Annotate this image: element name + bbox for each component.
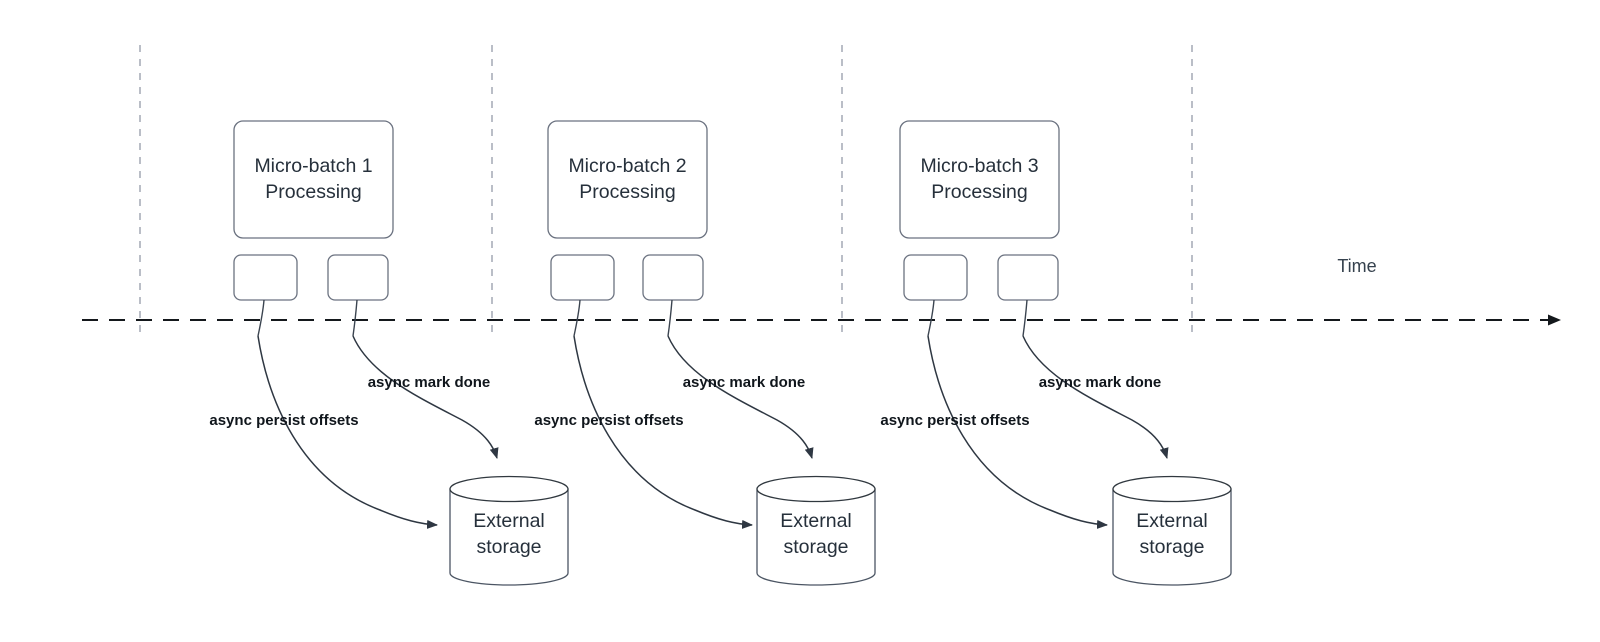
external-storage-1[interactable]: External storage (449, 475, 569, 586)
external-storage-2[interactable]: External storage (756, 475, 876, 586)
micro-batch-2-processing-box[interactable] (547, 120, 708, 239)
micro-batch-3-offset-stem (927, 299, 935, 337)
micro-batch-3-processing-box[interactable] (899, 120, 1060, 239)
micro-batch-group-1: Micro-batch 1 Processing async persist o… (209, 120, 569, 586)
micro-batch-2-label-line1: Micro-batch 2 (568, 155, 686, 177)
micro-batch-2-offset-stem (573, 299, 581, 337)
external-storage-3-label-line2: storage (1139, 536, 1204, 558)
external-storage-2-label-line2: storage (783, 536, 848, 558)
micro-batch-3-label-line1: Micro-batch 3 (920, 155, 1038, 177)
micro-batch-1-persist-offsets-arrow (257, 335, 438, 529)
external-storage-3-label-line1: External (1136, 510, 1208, 532)
micro-batch-3-mark-done-task-box[interactable] (997, 254, 1059, 301)
micro-batch-3-label-line2: Processing (931, 181, 1027, 203)
micro-batch-3-offset-task-box[interactable] (903, 254, 968, 301)
micro-batch-1-offset-stem (257, 299, 265, 337)
micro-batch-2-async-mark-done-label: async mark done (683, 374, 806, 391)
micro-batch-1-mark-done-arrow (352, 335, 499, 459)
micro-batch-1-mark-done-task-box[interactable] (327, 254, 389, 301)
micro-batch-1-label-line2: Processing (265, 181, 361, 203)
micro-batch-3-persist-offsets-arrow (927, 335, 1108, 529)
micro-batch-1-mark-done-stem (352, 299, 358, 337)
micro-batch-2-async-persist-offsets-label: async persist offsets (534, 412, 683, 429)
micro-batch-1-async-mark-done-label: async mark done (368, 374, 491, 391)
micro-batch-1-offset-task-box[interactable] (233, 254, 298, 301)
micro-batch-2-persist-offsets-arrow (573, 335, 753, 529)
micro-batch-2-label-line2: Processing (579, 181, 675, 203)
tick-lines (139, 45, 1193, 333)
micro-batch-2-offset-task-box[interactable] (550, 254, 615, 301)
micro-batch-2-mark-done-task-box[interactable] (642, 254, 704, 301)
micro-batch-group-3: Micro-batch 3 Processing async persist o… (880, 120, 1232, 586)
external-storage-1-label-line2: storage (476, 536, 541, 558)
micro-batch-3-mark-done-stem (1022, 299, 1028, 337)
micro-batch-1-label-line1: Micro-batch 1 (254, 155, 372, 177)
micro-batch-3-mark-done-arrow (1022, 335, 1169, 459)
micro-batch-group-2: Micro-batch 2 Processing async persist o… (534, 120, 876, 586)
external-storage-1-label-line1: External (473, 510, 545, 532)
micro-batch-1-processing-box[interactable] (233, 120, 394, 239)
external-storage-3[interactable]: External storage (1112, 475, 1232, 586)
micro-batch-3-async-persist-offsets-label: async persist offsets (880, 412, 1029, 429)
micro-batch-2-mark-done-stem (667, 299, 673, 337)
micro-batch-1-async-persist-offsets-label: async persist offsets (209, 412, 358, 429)
time-axis-label: Time (1337, 256, 1376, 276)
micro-batch-3-async-mark-done-label: async mark done (1039, 374, 1162, 391)
micro-batch-2-mark-done-arrow (667, 335, 814, 459)
external-storage-2-label-line1: External (780, 510, 852, 532)
